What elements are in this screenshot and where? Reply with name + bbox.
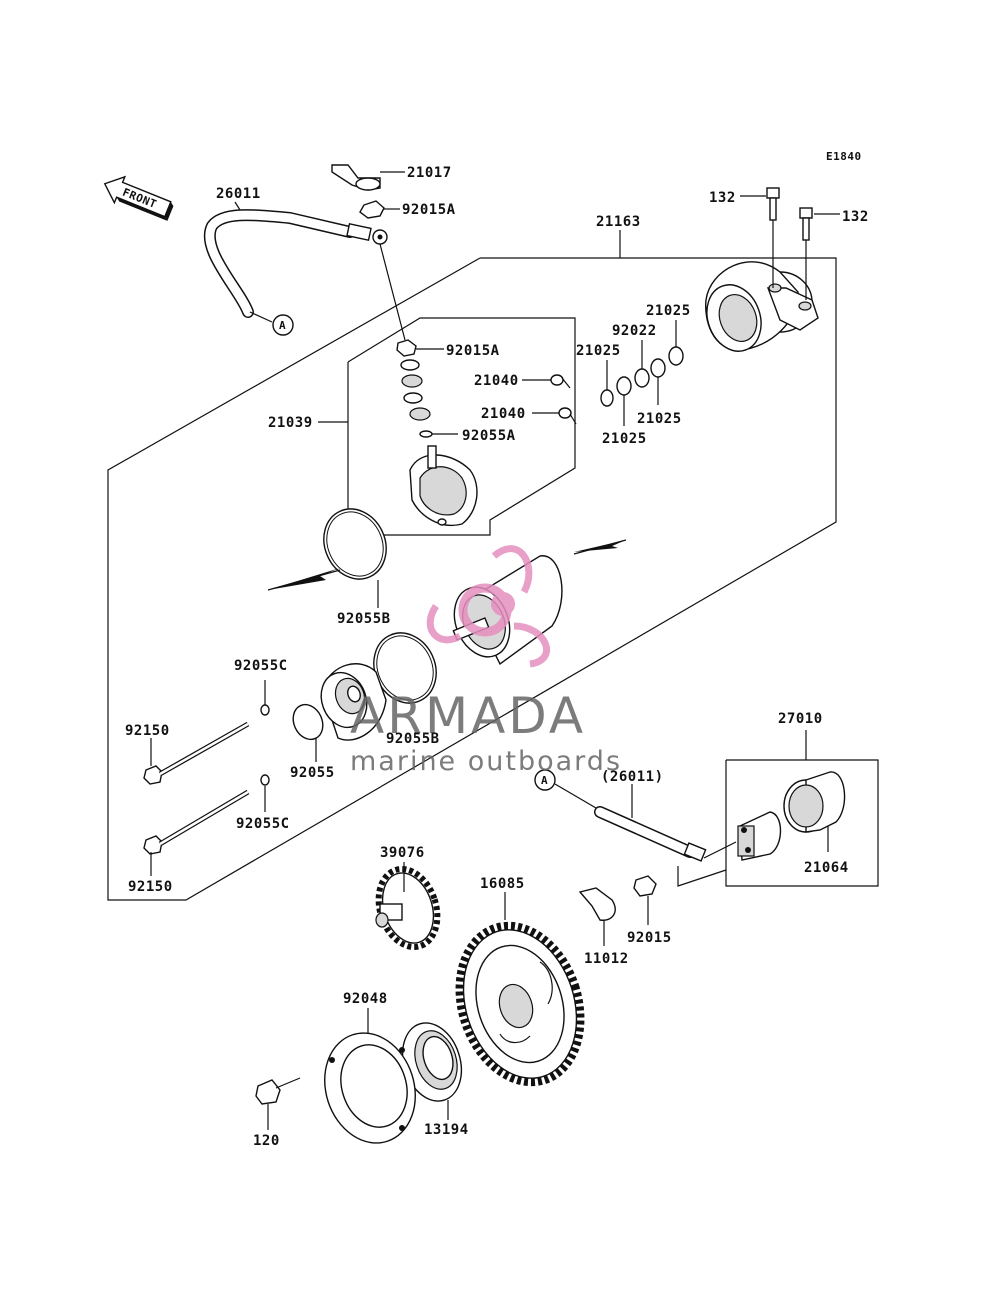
- relay-body: [737, 811, 782, 861]
- callout-21025-top: 21025: [646, 303, 691, 319]
- callout-92150-top: 92150: [125, 723, 170, 739]
- callout-16085: 16085: [480, 876, 525, 892]
- propeller-logo-icon: [426, 545, 551, 668]
- washer-21025-a: [600, 389, 614, 407]
- bolt-120: [255, 1077, 301, 1105]
- oring-92055a: [419, 430, 433, 438]
- washer-stack-4: [409, 407, 431, 421]
- front-cover: [320, 663, 387, 741]
- oring-92055b-top: [323, 508, 387, 580]
- washer-21025-d: [668, 346, 684, 366]
- starter-clutch-gear-16085: [455, 921, 585, 1087]
- starter-cable-26011: [203, 209, 406, 341]
- callout-11012: 11012: [584, 951, 629, 967]
- callout-26011-paren: (26011): [601, 769, 664, 785]
- terminal-cap-11012: [578, 887, 616, 921]
- callout-92055c-top: 92055C: [234, 658, 288, 674]
- callout-92055c-bot: 92055C: [236, 816, 290, 832]
- relay-outline-27010: [725, 759, 879, 887]
- callout-92055b-top: 92055B: [337, 611, 391, 627]
- through-bolt-92150-top: [143, 721, 250, 785]
- clutch-holder-92048: [324, 1032, 416, 1144]
- relay-cover-21064: [783, 771, 846, 833]
- ref-marker-a-top: [272, 314, 294, 336]
- callout-21064: 21064: [804, 860, 849, 876]
- callout-26011: 26011: [216, 186, 261, 202]
- ref-marker-a-bottom: [534, 769, 556, 791]
- callout-21025-bot: 21025: [602, 431, 647, 447]
- callout-21017: 21017: [407, 165, 452, 181]
- callout-92015: 92015: [627, 930, 672, 946]
- callout-39076: 39076: [380, 845, 425, 861]
- armada-watermark: ARMADA marine outboards: [350, 545, 622, 777]
- oring-92055: [292, 703, 324, 741]
- callout-132-right: 132: [842, 209, 869, 225]
- watermark-brand: ARMADA: [350, 687, 586, 745]
- callout-92048: 92048: [343, 991, 388, 1007]
- end-cover-right: [705, 261, 819, 352]
- callout-92055b-mid: 92055B: [386, 731, 440, 747]
- through-bolt-92150-bot: [143, 789, 250, 855]
- callout-21040-b: 21040: [481, 406, 526, 422]
- callout-21163: 21163: [596, 214, 641, 230]
- nut-92015-lower: [633, 875, 657, 897]
- oring-92055c-top: [260, 704, 270, 716]
- ref-marker-a-bottom-label: A: [541, 774, 548, 787]
- washer-stack-1: [400, 359, 420, 371]
- nut-92015a-mid: [396, 339, 417, 357]
- diagram-code: E1840: [826, 150, 862, 163]
- cable-26011-lower: [594, 806, 707, 862]
- callout-92055: 92055: [290, 765, 335, 781]
- callout-21040-a: 21040: [474, 373, 519, 389]
- callout-92022: 92022: [612, 323, 657, 339]
- bolt-132-left: [766, 187, 780, 288]
- washer-21025-b: [616, 376, 632, 396]
- callout-92015a-mid: 92015A: [446, 343, 500, 359]
- idle-gear-39076: [375, 865, 441, 951]
- watermark-tagline: marine outboards: [350, 746, 622, 777]
- one-way-clutch-13194: [401, 1022, 463, 1102]
- washer-stack-3: [403, 392, 423, 404]
- callout-21025-left: 21025: [576, 343, 621, 359]
- washer-stack-2: [401, 374, 423, 388]
- callout-13194: 13194: [424, 1122, 469, 1138]
- assembly-outline-21163: [107, 257, 837, 901]
- oring-92055c-bot: [260, 774, 270, 786]
- terminal-cap-21017: [331, 164, 381, 191]
- nut-92015a-top: [359, 200, 385, 219]
- bolt-132-right: [799, 207, 813, 300]
- brush-21040-b: [532, 407, 577, 425]
- washer-92022: [634, 368, 650, 388]
- ref-marker-a-top-label: A: [279, 319, 286, 332]
- callout-120: 120: [253, 1133, 280, 1149]
- brush-plate: [409, 445, 478, 526]
- callout-21025-mid: 21025: [637, 411, 682, 427]
- washer-21025-c: [650, 358, 666, 378]
- callout-132-left: 132: [709, 190, 736, 206]
- callout-92150-bot: 92150: [128, 879, 173, 895]
- callout-92015a-top: 92015A: [402, 202, 456, 218]
- callout-27010: 27010: [778, 711, 823, 727]
- brush-21040-a: [522, 374, 571, 389]
- callout-21039: 21039: [268, 415, 313, 431]
- front-arrow-icon: FRONT: [103, 175, 174, 221]
- callout-92055a: 92055A: [462, 428, 516, 444]
